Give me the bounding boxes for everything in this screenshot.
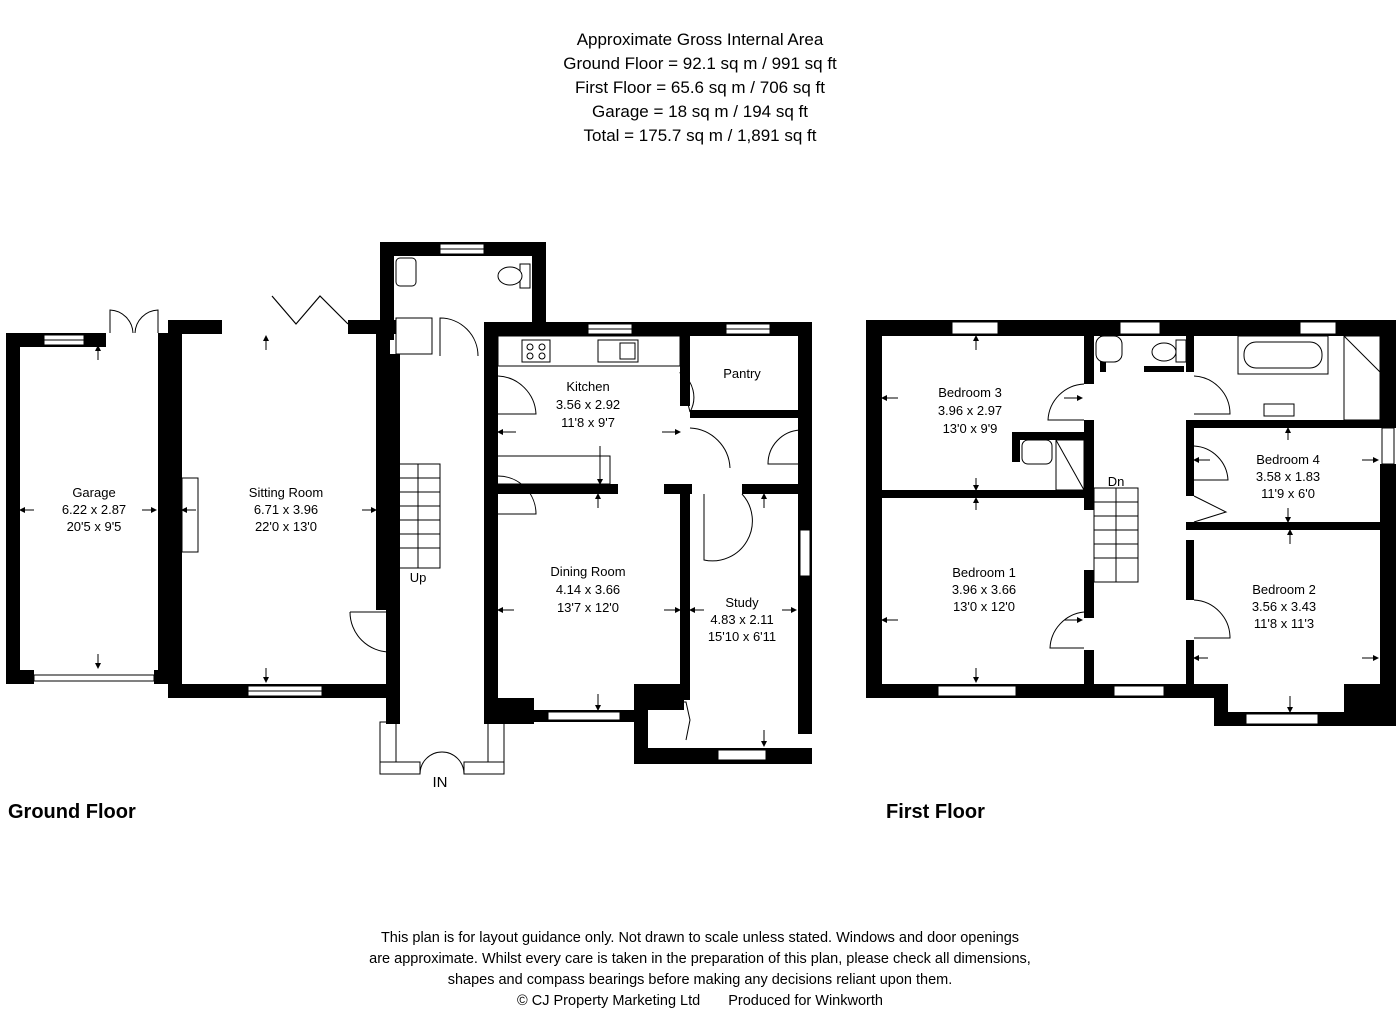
sitting-room-imperial: 22'0 x 13'0	[255, 519, 317, 534]
ensuite	[1021, 439, 1085, 491]
garage-door	[33, 674, 155, 682]
bifold-door	[271, 295, 349, 325]
bedroom2-label: Bedroom 2	[1252, 582, 1316, 597]
garage-label: Garage	[72, 485, 115, 500]
vanity-icon	[1263, 403, 1295, 417]
toilet-icon	[497, 263, 531, 289]
bedroom4-imperial: 11'9 x 6'0	[1261, 486, 1315, 501]
garage-metric: 6.22 x 2.87	[62, 502, 126, 517]
total-area: Total = 175.7 sq m / 1,891 sq ft	[583, 126, 817, 145]
bedroom4-metric: 3.58 x 1.83	[1256, 469, 1320, 484]
shower-icon	[1343, 335, 1381, 421]
bedroom3-label: Bedroom 3	[938, 385, 1002, 400]
first-floor-walls	[866, 320, 1396, 726]
first-floor-doors	[1047, 375, 1231, 649]
bath-icon	[1237, 335, 1329, 375]
ground-dimension-arrows	[19, 335, 797, 747]
first-dimension-arrows	[881, 335, 1379, 713]
staircase	[395, 463, 441, 569]
disclaimer-line-2: are approximate. Whilst every care is ta…	[369, 951, 1031, 967]
produced-for-text: Produced for Winkworth	[728, 993, 883, 1009]
kitchen-label: Kitchen	[566, 379, 609, 394]
stairs-down-label: Dn	[1108, 474, 1125, 489]
porch	[379, 698, 505, 775]
study-imperial: 15'10 x 6'11	[708, 629, 776, 644]
sink-icon	[597, 339, 639, 363]
bedroom3-imperial: 13'0 x 9'9	[943, 421, 998, 436]
first-floor-staircase	[1093, 487, 1139, 583]
dining-room-label: Dining Room	[550, 564, 625, 579]
disclaimer-line-1: This plan is for layout guidance only. N…	[380, 930, 1020, 946]
bedroom1-metric: 3.96 x 3.66	[952, 582, 1016, 597]
sitting-room-metric: 6.71 x 3.96	[254, 502, 318, 517]
bedroom4-label: Bedroom 4	[1256, 452, 1320, 467]
hob-icon	[521, 339, 551, 363]
dining-room-imperial: 13'7 x 12'0	[557, 600, 619, 615]
first-floor-label: First Floor	[886, 801, 985, 823]
garage-area: Garage = 18 sq m / 194 sq ft	[592, 102, 808, 121]
fireplace	[181, 477, 199, 553]
first-floor-plan: Bedroom 3 3.96 x 2.97 13'0 x 9'9 Bedroom…	[866, 320, 1396, 726]
bedroom1-imperial: 13'0 x 12'0	[953, 599, 1015, 614]
kitchen-imperial: 11'8 x 9'7	[561, 415, 615, 430]
kitchen-block-walls	[484, 322, 812, 764]
credits: © CJ Property Marketing Ltd Produced for…	[0, 991, 1400, 1012]
bedroom3-metric: 3.96 x 2.97	[938, 403, 1002, 418]
study-metric: 4.83 x 2.11	[710, 612, 773, 627]
kitchen-counters	[491, 335, 681, 485]
ground-floor-plan: Garage 6.22 x 2.87 20'5 x 9'5 Sitting Ro…	[6, 242, 812, 791]
entrance-label: IN	[433, 774, 448, 791]
study-label: Study	[725, 595, 759, 610]
first-floor-windows	[937, 321, 1395, 725]
pantry-label: Pantry	[723, 366, 761, 381]
bedroom2-metric: 3.56 x 3.43	[1252, 599, 1316, 614]
first-floor-area: First Floor = 65.6 sq m / 706 sq ft	[575, 78, 825, 97]
disclaimer: This plan is for layout guidance only. N…	[0, 928, 1400, 1012]
ground-floor-area: Ground Floor = 92.1 sq m / 991 sq ft	[563, 54, 837, 73]
bedroom1-label: Bedroom 1	[952, 565, 1016, 580]
hall-walls	[386, 322, 498, 724]
basin-icon	[395, 257, 417, 287]
ground-floor-label: Ground Floor	[8, 801, 136, 823]
dining-room-metric: 4.14 x 3.66	[556, 582, 620, 597]
stairs-up-label: Up	[410, 570, 427, 585]
garage-french-doors	[109, 309, 159, 334]
toilet-icon	[1151, 339, 1187, 363]
disclaimer-line-3: shapes and compass bearings before makin…	[447, 972, 953, 988]
garage-imperial: 20'5 x 9'5	[67, 519, 122, 534]
basin-icon	[1095, 335, 1123, 363]
kitchen-metric: 3.56 x 2.92	[556, 397, 620, 412]
area-title: Approximate Gross Internal Area	[576, 30, 824, 49]
area-summary: Approximate Gross Internal Area Ground F…	[0, 28, 1400, 148]
copyright-text: © CJ Property Marketing Ltd	[517, 993, 701, 1009]
bedroom2-imperial: 11'8 x 11'3	[1254, 616, 1314, 631]
sitting-room-label: Sitting Room	[249, 485, 323, 500]
